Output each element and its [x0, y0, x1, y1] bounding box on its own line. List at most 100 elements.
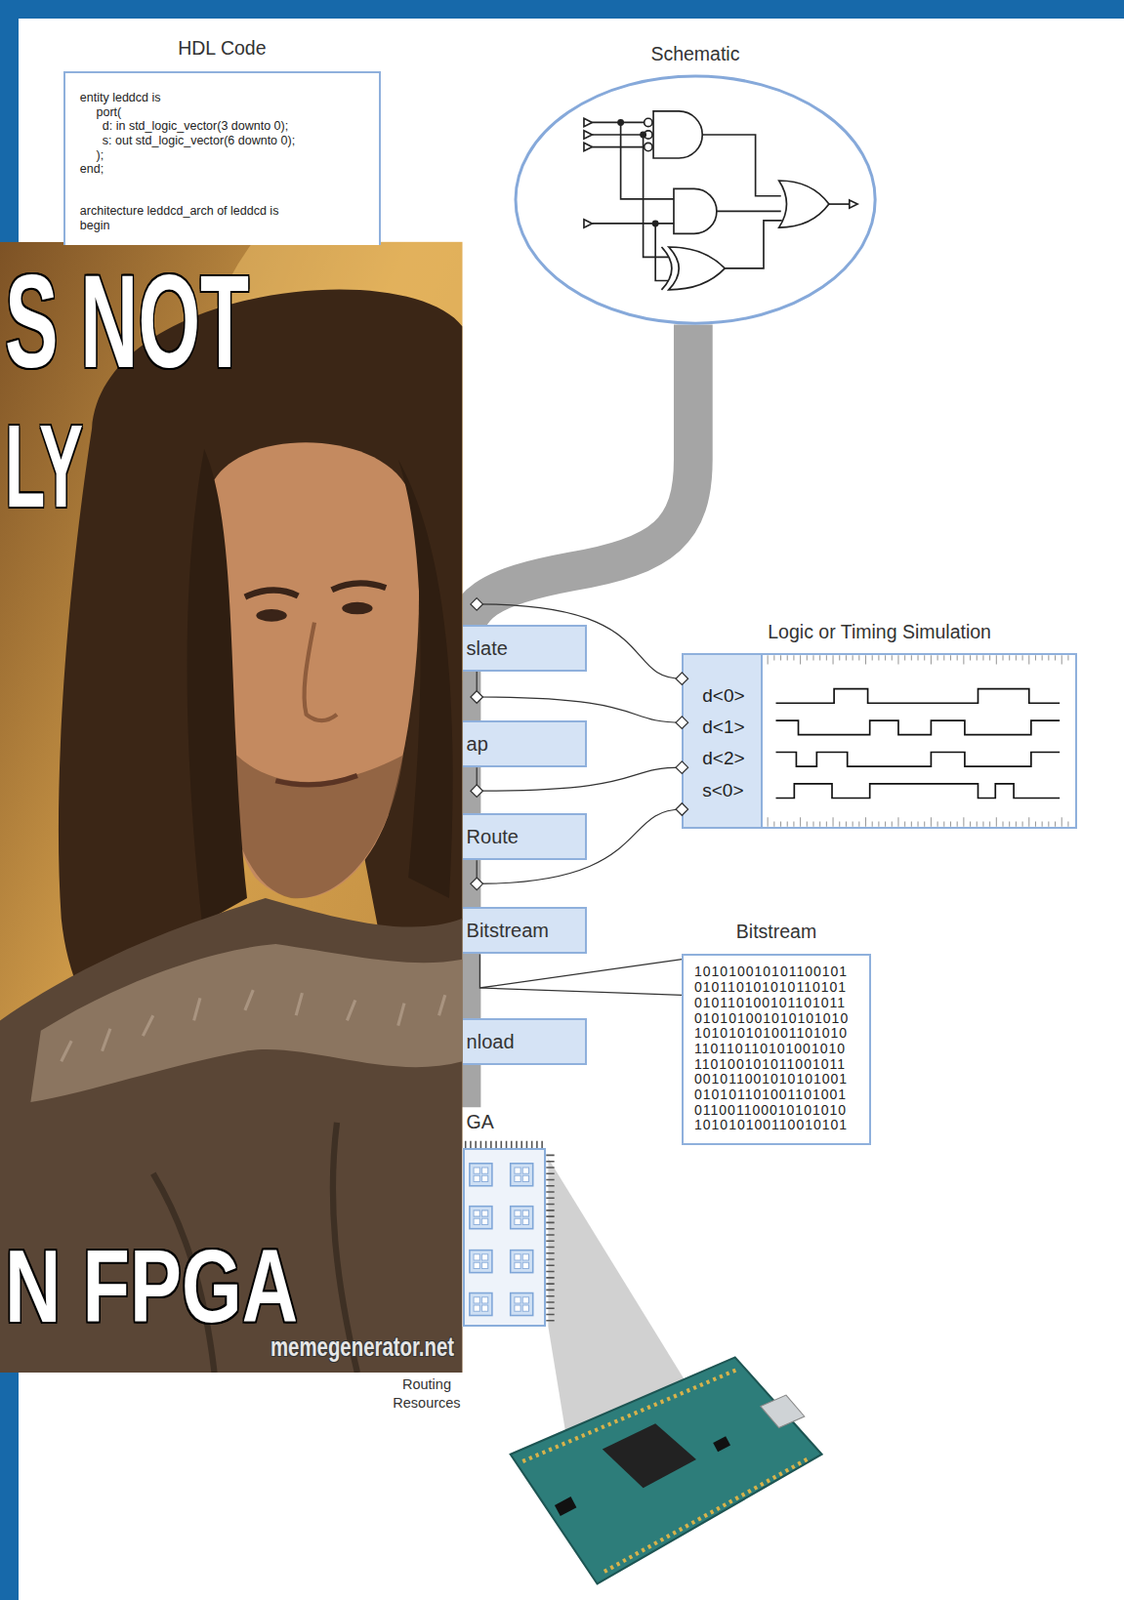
- beard: [219, 735, 404, 900]
- waveforms: [767, 655, 1069, 828]
- time-ruler: [767, 655, 1069, 828]
- logic-gates: [583, 118, 592, 228]
- hair-strand: [187, 449, 248, 924]
- code-line: d: in std_logic_vector(3 downto 0);: [102, 119, 372, 134]
- flow-pipe: [461, 324, 694, 1108]
- signal-name: d<1>: [702, 716, 745, 740]
- step-name: nload: [466, 1030, 515, 1054]
- bitstream-bits: 101010010101100101 010110101010110101 01…: [694, 964, 859, 1134]
- signal-name: d<0>: [702, 685, 745, 708]
- code-line: entity leddcd is: [80, 90, 372, 106]
- step-name: ap: [466, 732, 489, 756]
- code-line: s: out std_logic_vector(6 downto 0);: [102, 133, 372, 149]
- watermark: memegenerator.net: [270, 1333, 455, 1362]
- signal-waveform: [776, 784, 1061, 799]
- node-heading: Schematic: [513, 42, 877, 66]
- fpga-chip-drawing: [545, 1155, 554, 1321]
- logic-gates: [716, 210, 782, 213]
- logic-gates: [583, 111, 858, 291]
- eye: [341, 602, 373, 616]
- logic-block: [469, 1164, 493, 1187]
- step-name: slate: [466, 636, 508, 661]
- flow-step: nload: [462, 1018, 588, 1066]
- brow: [245, 589, 298, 597]
- fpga-board: [712, 1436, 731, 1453]
- logic-block: [510, 1250, 534, 1274]
- logic-gates: [618, 120, 624, 125]
- fpga-chip-drawing: [462, 1141, 555, 1328]
- signal-waveform: [776, 751, 1061, 767]
- flow-step: slate: [462, 624, 588, 672]
- logic-gates: [849, 200, 858, 209]
- logic-gates: [653, 220, 659, 226]
- brow: [332, 582, 386, 590]
- flow-step: ap: [462, 720, 588, 768]
- logic-gates: [724, 220, 783, 269]
- fpga-board: [554, 1497, 578, 1517]
- logic-cell: [473, 1167, 529, 1312]
- logic-gates: [653, 111, 703, 159]
- schematic-ellipse: Schematic: [513, 74, 877, 326]
- step-name: Route: [466, 825, 519, 849]
- code-box: HDL Codeentity leddcd isport(d: in std_l…: [63, 71, 381, 246]
- logic-gates: [779, 180, 830, 228]
- fpga-chip-drawing: [465, 1141, 542, 1149]
- meme-caption: N FPGA: [4, 1235, 298, 1338]
- logic-gates: [644, 118, 653, 126]
- code-line: port(: [96, 105, 372, 121]
- logic-block: [469, 1250, 493, 1274]
- logic-gates: [640, 131, 646, 137]
- logic-gates: [661, 247, 671, 291]
- fur-texture: [61, 990, 446, 1062]
- callout-label: Routing Resources: [385, 1375, 468, 1414]
- ellipse-outline: [513, 74, 877, 326]
- logic-gates: [702, 134, 781, 197]
- eye: [255, 609, 287, 623]
- logic-gates: [591, 122, 644, 147]
- port-diamond: [470, 785, 484, 798]
- nose: [304, 623, 337, 721]
- connector-line: [479, 954, 682, 996]
- mouth: [275, 776, 358, 786]
- hair-strand: [398, 458, 454, 899]
- logic-block: [469, 1207, 493, 1230]
- bitstream-box: Bitstream101010010101100101 010110101010…: [681, 954, 871, 1146]
- meme-photo: [0, 242, 463, 1374]
- node-heading: HDL Code: [65, 37, 379, 60]
- flow-step: Bitstream: [462, 907, 588, 955]
- signal-waveform: [776, 689, 1061, 705]
- fpga-board: [510, 1357, 823, 1584]
- port-diamond: [470, 691, 484, 705]
- fpga-board: [760, 1395, 805, 1428]
- signal-column: [683, 655, 762, 828]
- logic-block: [469, 1164, 534, 1317]
- meme-photo: [0, 242, 463, 1374]
- logic-gates: [673, 188, 717, 234]
- logic-block: [510, 1207, 534, 1230]
- fur-collar: [30, 944, 462, 1103]
- code-line: architecture leddcd_arch of leddcd is: [80, 204, 372, 219]
- ellipse-outline: [515, 76, 875, 324]
- logic-block: [510, 1164, 534, 1187]
- port-diamond: [470, 598, 484, 612]
- meme-caption: LY: [4, 407, 84, 525]
- coat: [0, 898, 463, 1374]
- illustration: [0, 163, 823, 1584]
- fpga-chip: GA: [462, 1148, 547, 1328]
- logic-block: [469, 1293, 493, 1317]
- connector-line: [476, 671, 682, 723]
- meme-caption: S NOT: [4, 254, 250, 388]
- node-heading: Bitstream: [683, 920, 869, 944]
- code-line: end;: [80, 162, 372, 177]
- signal-waveform: [776, 720, 1061, 736]
- diagram-drawings: [462, 111, 1069, 1328]
- logic-gates: [668, 247, 725, 291]
- port-diamond: [470, 877, 484, 891]
- fpga-board: [510, 1357, 823, 1584]
- node-heading: Logic or Timing Simulation: [683, 621, 1076, 644]
- signal-name: s<0>: [702, 780, 744, 803]
- signal-name: d<2>: [702, 748, 745, 771]
- code-line: );: [96, 148, 372, 164]
- code-line: begin: [80, 218, 372, 234]
